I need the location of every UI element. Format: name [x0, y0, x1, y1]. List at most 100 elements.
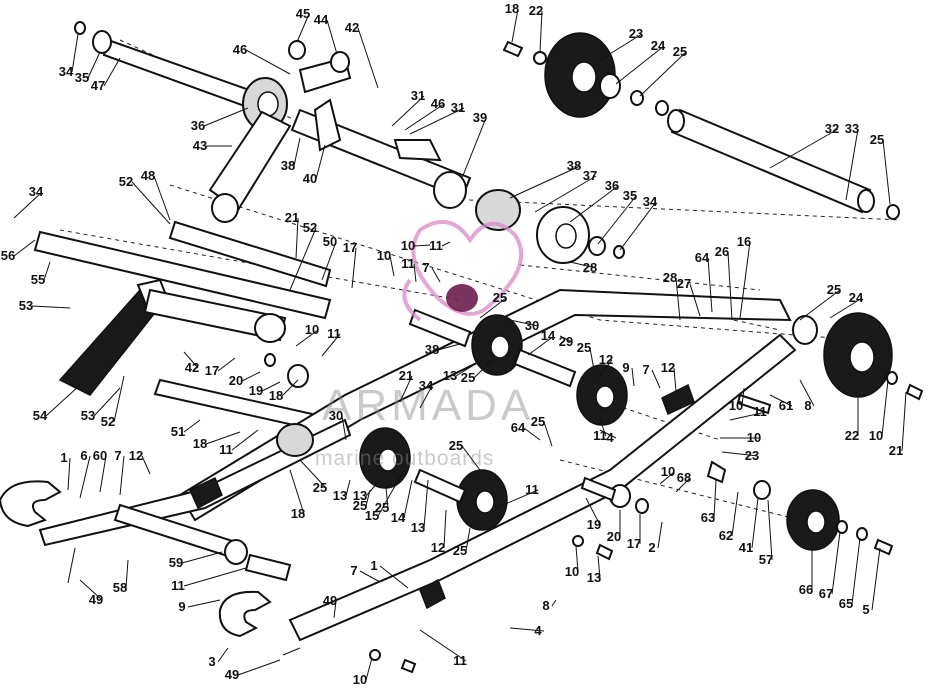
callout-number: 17 — [627, 536, 641, 551]
shaft-32 — [670, 108, 872, 214]
callout-leader — [431, 267, 441, 283]
callout-number: 25 — [577, 340, 591, 355]
callout-number: 54 — [33, 408, 48, 423]
callout-leader — [799, 379, 815, 407]
callout-leader — [751, 497, 759, 549]
callout-number: 27 — [677, 276, 691, 291]
callout-leader — [599, 419, 607, 437]
callout-number: 42 — [185, 360, 199, 375]
callout-number: 25 — [461, 370, 475, 385]
watermark-tagline: marine outboards — [315, 447, 494, 470]
callout-leader — [315, 144, 326, 180]
callout-number: 21 — [285, 210, 299, 225]
callout-leader — [419, 385, 433, 409]
callout-leader — [509, 319, 539, 327]
callout-number: 36 — [605, 178, 619, 193]
callout-number: 10 — [353, 672, 367, 687]
callout-leader — [391, 95, 425, 127]
callout-leader — [241, 371, 261, 382]
callout-number: 31 — [451, 100, 465, 115]
spacer-59 — [244, 553, 292, 582]
callout-number: 21 — [399, 368, 413, 383]
callout-leader — [365, 657, 373, 681]
callout-number: 67 — [819, 586, 833, 601]
callout-leader — [585, 497, 601, 526]
callout-number: 65 — [839, 596, 853, 611]
callout-number: 10 — [747, 430, 761, 445]
callout-leader — [599, 33, 643, 61]
callout-leader — [473, 359, 493, 379]
callout-leader — [523, 427, 541, 441]
callout-leader — [901, 391, 907, 452]
callout-number: 57 — [759, 552, 773, 567]
callout-number: 63 — [701, 510, 715, 525]
callout-leader — [799, 289, 841, 321]
callout-number: 35 — [75, 70, 89, 85]
bogie-wheels — [359, 312, 893, 551]
callout-leader — [125, 559, 129, 589]
callout-number: 25 — [449, 438, 463, 453]
callout-leader — [295, 217, 299, 259]
callout-leader — [296, 13, 310, 43]
callout-leader — [93, 387, 121, 417]
callout-number: 19 — [249, 383, 263, 398]
callout-leader — [187, 599, 221, 608]
callout-number: 28 — [583, 260, 597, 275]
callout-leader — [575, 545, 579, 573]
callout-number: 11 — [171, 578, 185, 593]
callout-number: 25 — [673, 44, 687, 59]
callout-number: 17 — [205, 363, 219, 378]
callout-number: 13 — [353, 488, 367, 503]
bushing-35 — [92, 30, 112, 54]
callout-leader — [67, 457, 71, 491]
callout-number: 9 — [622, 360, 629, 375]
callout-number: 12 — [599, 352, 613, 367]
callout-number: 7 — [422, 260, 429, 275]
callout-number: 64 — [695, 250, 710, 265]
callout-number: 25 — [827, 282, 841, 297]
stop-7-mid — [661, 383, 695, 416]
callout-leader — [217, 357, 236, 372]
watermark-brand: ARMADA — [322, 381, 534, 430]
watermark-logo — [402, 220, 524, 322]
callout-leader — [205, 431, 241, 445]
callout-leader — [543, 421, 553, 447]
callout-leader — [299, 459, 327, 489]
callout-leader — [409, 107, 465, 135]
callout-leader — [871, 547, 881, 611]
callout-number: 13 — [333, 488, 347, 503]
callout-number: 23 — [745, 448, 759, 463]
callout-leader — [589, 347, 595, 371]
callout-leader — [675, 277, 681, 321]
callout-number: 53 — [19, 298, 33, 313]
callout-number: 68 — [677, 470, 691, 485]
callout-number: 25 — [313, 480, 327, 495]
callout-number: 24 — [651, 38, 666, 53]
callout-number: 4 — [606, 430, 614, 445]
callout-number: 34 — [29, 184, 44, 199]
tip-4-left — [0, 480, 62, 528]
callout-leader — [103, 57, 121, 87]
callout-number: 18 — [193, 436, 207, 451]
callout-leader — [295, 329, 319, 347]
callout-number: 46 — [233, 42, 247, 57]
callout-leader — [465, 527, 471, 552]
callout-leader — [829, 297, 863, 319]
callout-leader — [203, 107, 249, 127]
callout-number: 29 — [559, 334, 573, 349]
callout-number: 24 — [849, 290, 864, 305]
tip-4-right — [218, 590, 272, 638]
callout-leader — [882, 139, 891, 205]
callout-leader — [511, 8, 519, 43]
callout-number: 38 — [567, 158, 581, 173]
callout-leader — [651, 369, 661, 389]
rail-right — [288, 333, 797, 642]
callout-leader — [141, 455, 151, 475]
callout-number: 20 — [229, 373, 243, 388]
callout-leader — [599, 429, 617, 439]
callout-leader — [237, 659, 281, 676]
callout-leader — [341, 415, 347, 441]
callout-number: 59 — [169, 555, 183, 570]
callout-number: 10 — [401, 238, 415, 253]
callout-leader — [31, 305, 71, 309]
